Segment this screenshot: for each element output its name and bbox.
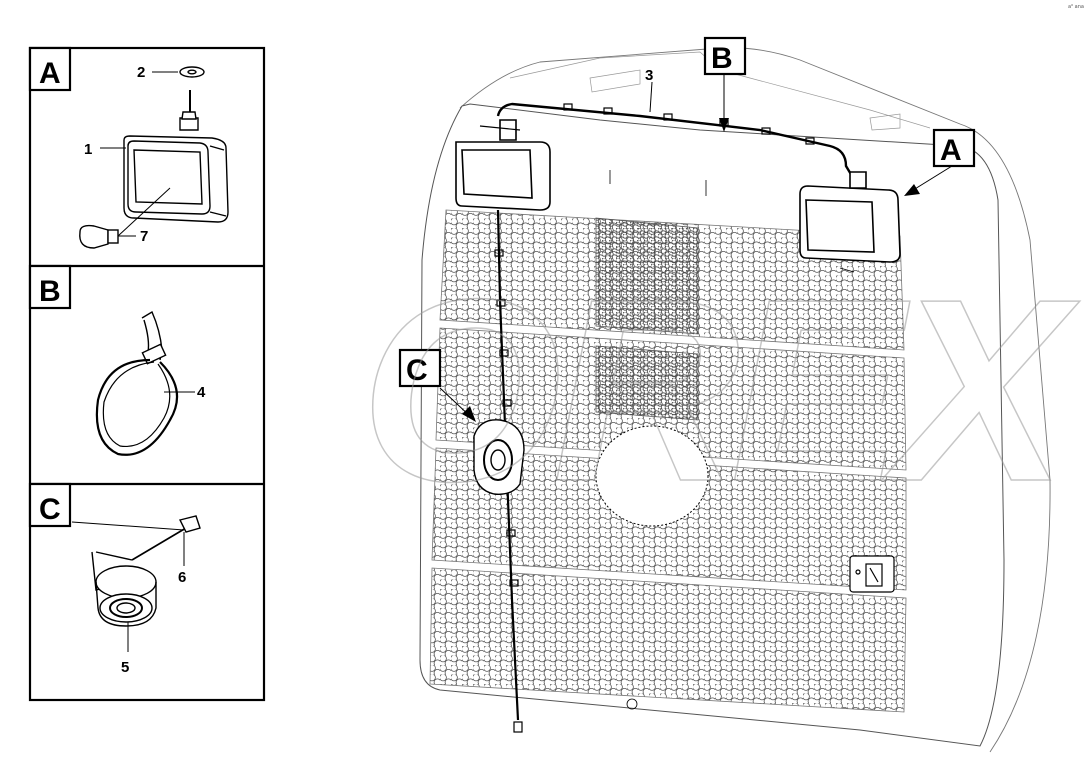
panel-c-letter: C <box>39 493 61 526</box>
part-number-4: 4 <box>197 384 206 401</box>
switch-part <box>849 555 895 593</box>
callout-a-letter: A <box>940 134 962 167</box>
harness-upper <box>496 102 854 177</box>
panel-b-cable-tie-drawing <box>95 310 179 456</box>
part-number-2: 2 <box>137 64 145 81</box>
panel-c-grommet-drawing <box>71 515 201 627</box>
part-number-3: 3 <box>645 67 653 84</box>
callout-b-box <box>703 36 747 76</box>
lamp-housing <box>123 135 229 223</box>
grille-assembly <box>419 47 1051 753</box>
harness-grommet <box>473 419 525 495</box>
mesh-band <box>429 567 907 713</box>
panel-a-letter-box <box>28 46 72 92</box>
dense-mesh <box>595 345 699 421</box>
dense-mesh <box>595 217 699 335</box>
panel-a-letter: A <box>39 57 61 90</box>
bulb-part <box>79 224 119 249</box>
callout-arrow <box>904 184 920 196</box>
detail-panels <box>28 46 266 702</box>
watermark: OREX <box>360 246 1080 536</box>
callout-c-box <box>398 348 442 388</box>
circular-cutout <box>595 425 709 527</box>
callout-b-letter: B <box>711 42 733 75</box>
panel-a-lamp-drawing <box>79 66 229 249</box>
panel-c-leaders <box>127 532 185 652</box>
panel-b-letter-box <box>28 264 72 310</box>
detail-frame <box>28 46 266 702</box>
part-number-5: 5 <box>121 659 129 676</box>
callout-a-box <box>932 128 976 168</box>
washer-part <box>179 66 205 78</box>
cab-outline <box>459 47 1051 753</box>
panel-c-letter-box <box>28 482 72 528</box>
right-work-lamp <box>799 171 901 263</box>
part-number-7: 7 <box>140 228 148 245</box>
corner-mark: a⁰ ana <box>1068 4 1084 10</box>
left-work-lamp <box>455 119 551 211</box>
panel-a-leaders <box>100 71 178 237</box>
callout-arrow <box>719 118 729 132</box>
callout-arrow <box>462 406 476 422</box>
part-number-1: 1 <box>84 141 92 158</box>
panel-b-letter: B <box>39 275 61 308</box>
part-number-6: 6 <box>178 569 186 586</box>
callout-c-letter: C <box>406 354 428 387</box>
